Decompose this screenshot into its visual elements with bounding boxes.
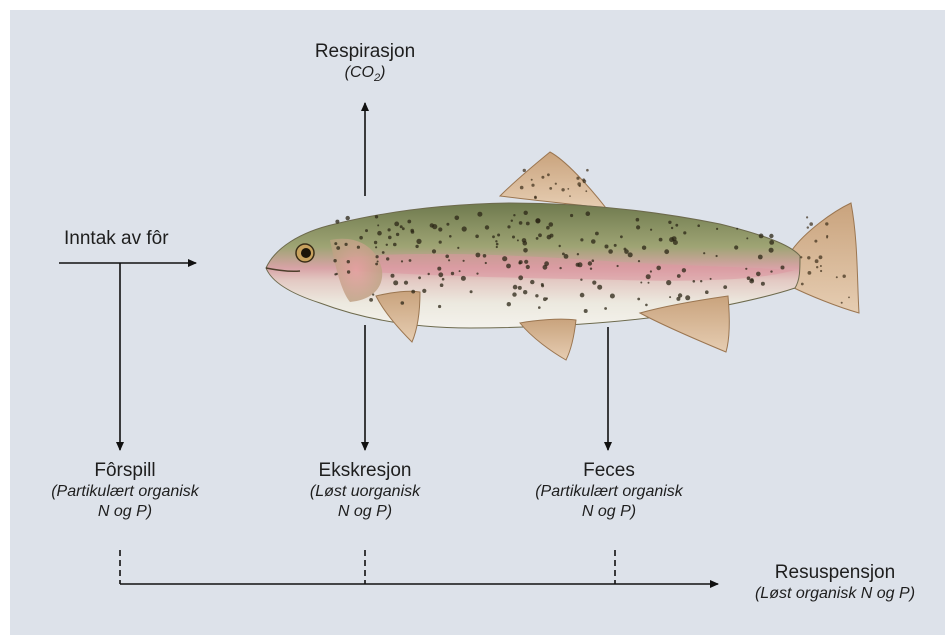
respiration-subtitle: (CO2) (295, 63, 435, 88)
excretion-line2: N og P) (290, 502, 440, 522)
waste-feed-title: Fôrspill (40, 460, 210, 482)
resuspension-title: Resuspensjon (732, 562, 938, 584)
respiration-label: Respirasjon (CO2) (295, 41, 435, 88)
feces-line1: (Partikulært organisk (524, 482, 694, 502)
resuspension-line1: (Løst organisk N og P) (732, 584, 938, 604)
feces-label: Feces (Partikulært organisk N og P) (524, 460, 694, 522)
excretion-line1: (Løst uorganisk (290, 482, 440, 502)
waste-feed-label: Fôrspill (Partikulært organisk N og P) (40, 460, 210, 522)
waste-feed-line1: (Partikulært organisk (40, 482, 210, 502)
resuspension-label: Resuspensjon (Løst organisk N og P) (732, 562, 938, 604)
pelvic-fin (520, 319, 576, 360)
waste-feed-line2: N og P) (40, 502, 210, 522)
intake-label: Inntak av fôr (64, 228, 169, 250)
respiration-title: Respirasjon (295, 41, 435, 63)
excretion-title: Ekskresjon (290, 460, 440, 482)
excretion-label: Ekskresjon (Løst uorganisk N og P) (290, 460, 440, 522)
feces-line2: N og P) (524, 502, 694, 522)
dorsal-fin (500, 152, 606, 208)
feces-title: Feces (524, 460, 694, 482)
trout-illustration (266, 152, 859, 360)
